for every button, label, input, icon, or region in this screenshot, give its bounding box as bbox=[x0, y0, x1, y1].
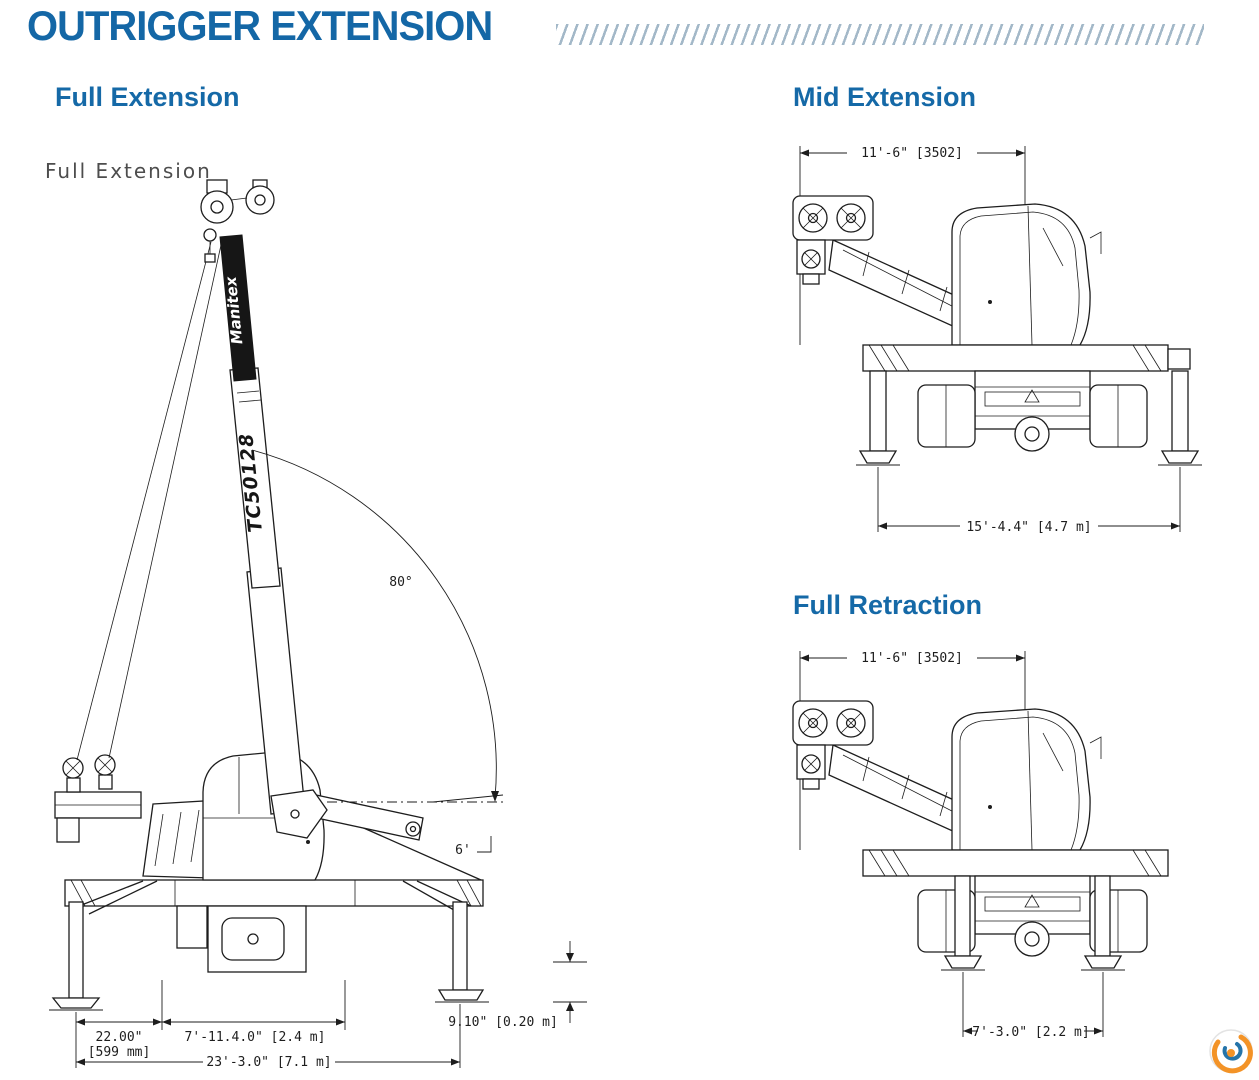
dim-outrigger-offset-mm: [599 mm] bbox=[88, 1045, 151, 1060]
dim-outrigger-span-label: 15'-4.4" [4.7 m] bbox=[966, 520, 1091, 535]
boom-head bbox=[200, 179, 275, 263]
dim-pad-height: 9.10" [0.20 m] bbox=[448, 1015, 558, 1030]
rear-crane-body bbox=[792, 195, 1169, 452]
dim-mid-span: 7'-11.4.0" [2.4 m] bbox=[185, 1030, 326, 1045]
min-boom-angle-label: 6' bbox=[455, 843, 471, 858]
outriggers-side-view bbox=[49, 880, 489, 1011]
drawing-title-label: Full Extension bbox=[45, 159, 212, 183]
section-heading-full-retraction: Full Retraction bbox=[793, 590, 983, 620]
bottom-dimension: 7'-3.0" [2.2 m] bbox=[962, 972, 1104, 1040]
dim-outrigger-span-label: 7'-3.0" [2.2 m] bbox=[972, 1025, 1089, 1040]
turret bbox=[270, 789, 328, 839]
top-dimension: 11'-6" [3502] bbox=[799, 649, 1026, 850]
dim-track-width-label: 11'-6" [3502] bbox=[861, 146, 963, 161]
page-title: OUTRIGGER EXTENSION bbox=[27, 2, 493, 49]
dim-outrigger-offset-in: 22.00" bbox=[96, 1030, 143, 1045]
outriggers-retracted bbox=[941, 875, 1125, 971]
outriggers-mid-extended bbox=[856, 348, 1202, 466]
site-logo-icon bbox=[1209, 1029, 1253, 1074]
crane-rear-view-full-retraction-drawing: 11'-6" [3502] 7'-3.0" [2.2 m] bbox=[792, 649, 1169, 1040]
site-logo[interactable] bbox=[1208, 1028, 1254, 1074]
section-heading-full-extension: Full Extension bbox=[55, 82, 240, 112]
boom-range-arc: 80° 6' bbox=[251, 449, 505, 858]
section-heading-mid-extension: Mid Extension bbox=[793, 82, 977, 112]
bottom-dimension: 15'-4.4" [4.7 m] bbox=[877, 467, 1181, 535]
boom: Manitex TC50128 bbox=[76, 234, 306, 815]
dim-track-width-label: 11'-6" [3502] bbox=[861, 651, 963, 666]
carrier-body bbox=[54, 754, 484, 973]
dim-total-span: 23'-3.0" [7.1 m] bbox=[206, 1055, 331, 1070]
title-hatch-decoration bbox=[556, 24, 1204, 45]
crane-rear-view-mid-extension-drawing: 11'-6" [3502] 15'-4.4" [4.7 m] bbox=[792, 144, 1202, 535]
side-view-dimensions: 22.00" [599 mm] 7'-11.4.0" [2.4 m] 9.10"… bbox=[75, 941, 587, 1070]
boom-angle-label: 80° bbox=[389, 575, 412, 590]
crane-side-view-drawing: Full Extension bbox=[45, 159, 587, 1070]
rear-crane-body bbox=[792, 700, 1169, 957]
